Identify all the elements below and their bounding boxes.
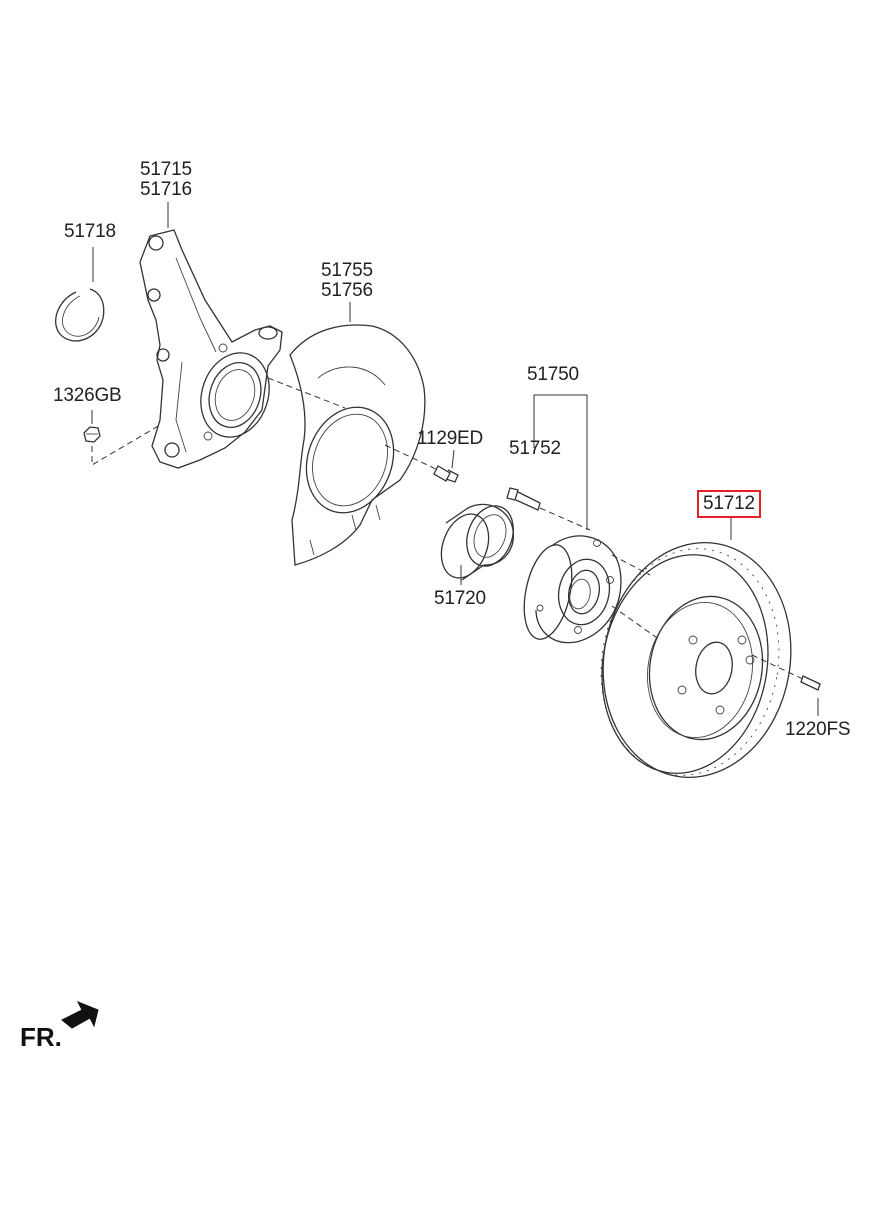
part-label-knuckle[interactable]: 51715 51716	[140, 160, 192, 200]
part-label-dust-cover[interactable]: 51755 51756	[321, 261, 373, 301]
part-label-nut[interactable]: 1326GB	[53, 385, 122, 407]
part-number: 51756	[321, 280, 373, 301]
part-label-disc[interactable]: 51712	[697, 490, 761, 518]
cover-bolt-drawing	[384, 444, 459, 483]
bearing-drawing	[440, 503, 515, 585]
brake-disc-drawing	[600, 518, 792, 778]
part-number: 51718	[64, 221, 116, 242]
part-number: 51716	[140, 179, 192, 200]
part-number: 51720	[434, 588, 486, 609]
part-number: 51712	[703, 493, 755, 514]
part-label-cover-bolt[interactable]: 1129ED	[417, 428, 483, 450]
nut-drawing	[83, 410, 161, 466]
dust-cover-drawing	[289, 302, 426, 566]
part-label-snap-ring[interactable]: 51718	[64, 221, 116, 243]
part-number: 51715	[140, 159, 192, 180]
part-number: 51755	[321, 260, 373, 281]
part-number: 1326GB	[53, 385, 122, 406]
hub-bolt-drawing	[506, 487, 591, 531]
part-number: 51750	[527, 364, 579, 385]
part-number: 1220FS	[785, 719, 851, 740]
part-number: 51752	[509, 438, 561, 459]
orientation-label: FR.	[20, 1022, 62, 1052]
part-number: 1129ED	[417, 428, 484, 449]
part-label-hub-bolt[interactable]: 51752	[509, 438, 561, 460]
arrow-front-left-icon	[61, 1001, 99, 1029]
hub-drawing	[523, 394, 661, 644]
snap-ring-drawing	[55, 247, 105, 342]
part-label-hub-assy[interactable]: 51750	[527, 364, 579, 386]
screw-drawing	[751, 654, 821, 716]
part-label-bearing[interactable]: 51720	[434, 588, 486, 610]
part-label-screw[interactable]: 1220FS	[785, 719, 851, 741]
knuckle-drawing	[139, 202, 283, 469]
